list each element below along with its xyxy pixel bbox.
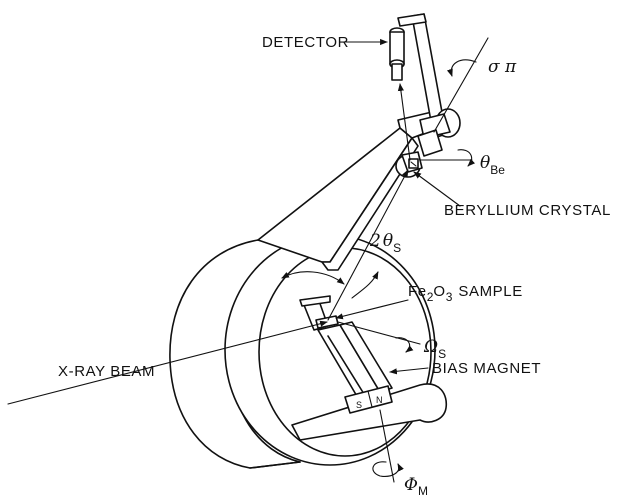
detector: [389, 27, 405, 81]
sample-leader: [335, 299, 409, 320]
phi-m-rotation-arrow: [372, 461, 404, 477]
diffracted-beam-line: [327, 169, 409, 321]
two-theta-s-arrow: [351, 271, 379, 299]
theta-be-label: θBe: [480, 153, 505, 177]
beryllium-leader: [413, 171, 461, 207]
bias-magnet-leader: [389, 367, 429, 375]
phi-m-label: ΦM: [404, 475, 428, 497]
beryllium-crystal-mount: [395, 151, 423, 178]
x-ray-beam-line: [7, 320, 328, 405]
two-theta-rotation-arrow: [281, 271, 345, 285]
reflected-beam-line: [397, 83, 411, 161]
detector-arm: [397, 13, 461, 157]
bias-magnet-label: BIAS MAGNET: [432, 360, 541, 377]
magnet-north-pole: N: [376, 395, 383, 405]
sigma-pi-rotation-arrow: [446, 59, 477, 77]
two-theta-arm: [257, 111, 439, 271]
theta-be-rotation-arrow: [457, 149, 476, 167]
magnet-south-pole: S: [356, 400, 362, 410]
sigma-pi-axis: [433, 37, 489, 133]
beryllium-crystal-label: BERYLLIUM CRYSTAL: [444, 202, 611, 219]
omega-s-label: ΩS: [423, 337, 446, 361]
sigma-pi-label: σ π: [488, 57, 517, 77]
x-ray-beam-label: X-RAY BEAM: [58, 363, 155, 380]
detector-label: DETECTOR: [262, 34, 349, 51]
